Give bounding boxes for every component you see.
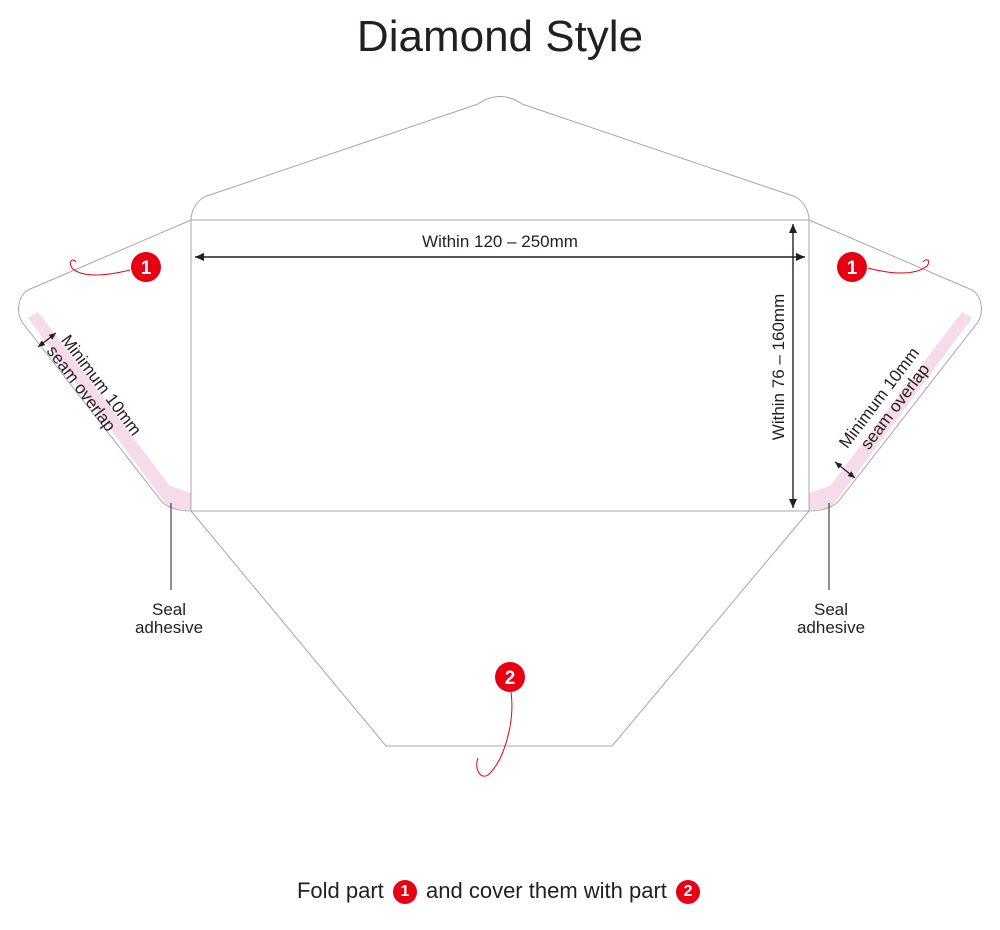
left-badge-1: 1 xyxy=(131,252,161,282)
footer-text-part2: and cover them with part xyxy=(426,878,667,903)
bottom-flap xyxy=(190,510,810,747)
right-fold-arrow xyxy=(867,259,930,274)
left-adhesive-strip xyxy=(28,312,191,510)
bottom-badge-2: 2 xyxy=(495,662,525,692)
diagram-title: Diamond Style xyxy=(356,12,644,61)
left-seam-arrow xyxy=(37,332,57,348)
top-flap xyxy=(190,96,810,221)
bottom-badge-2-text: 2 xyxy=(505,668,516,689)
left-flap xyxy=(18,219,192,512)
right-seal-label-line1: Seal xyxy=(814,600,848,619)
left-seal-label-line2: adhesive xyxy=(135,618,203,637)
footer-text-part1: Fold part xyxy=(296,878,384,903)
main-panel xyxy=(190,219,810,512)
left-fold-arrow xyxy=(69,259,131,276)
height-dimension-label: Within 76 – 160mm xyxy=(769,294,788,440)
instruction-footer: Fold part 1 and cover them with part 2 xyxy=(0,878,1000,904)
left-seal-label-line1: Seal xyxy=(152,600,186,619)
bottom-fold-arrow xyxy=(476,691,513,777)
right-seal-label-line2: adhesive xyxy=(797,618,865,637)
footer-badge-1: 1 xyxy=(392,880,417,904)
right-badge-1-text: 1 xyxy=(847,258,858,279)
left-seam-note: Minimum 10mm seam overlap xyxy=(43,331,145,439)
left-badge-1-text: 1 xyxy=(141,258,152,279)
width-dimension-label: Within 120 – 250mm xyxy=(422,232,578,251)
right-adhesive-strip xyxy=(809,312,972,510)
right-seam-arrow xyxy=(834,461,856,479)
right-flap xyxy=(808,219,982,512)
footer-badge-2: 2 xyxy=(676,880,701,904)
right-seam-note: Minimum 10mm seam overlap xyxy=(835,344,933,453)
right-badge-1: 1 xyxy=(837,252,867,282)
